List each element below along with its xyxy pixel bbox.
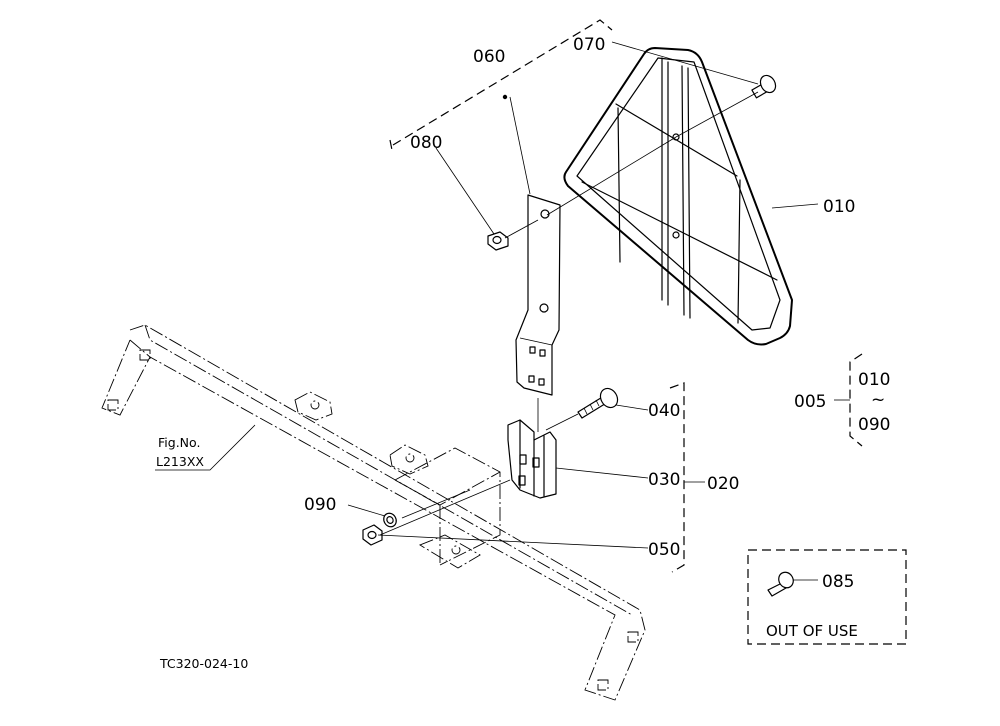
callout-050: 050 (648, 540, 680, 560)
assembly-number: 005 (794, 392, 826, 412)
bracket-plate-060 (502, 94, 561, 396)
out-of-use-box (747, 549, 907, 645)
callout-060: 060 (473, 47, 505, 67)
callout-030: 030 (648, 470, 680, 490)
callout-020: 020 (707, 474, 739, 494)
out-of-use-label: OUT OF USE (766, 622, 858, 640)
holder-030 (507, 419, 557, 499)
callout-090: 090 (304, 495, 336, 515)
base-frame (101, 324, 646, 701)
group-060-bracket (389, 19, 613, 151)
callout-080: 080 (410, 133, 442, 153)
drawing-code: TC320-024-10 (159, 656, 248, 671)
callout-010: 010 (823, 197, 855, 217)
assembly-range-tilde: ~ (871, 390, 885, 410)
figure-reference-line2: L213XX (156, 454, 204, 469)
nut-050 (362, 524, 383, 546)
bolt-040 (577, 387, 619, 419)
range-brace-005 (834, 353, 863, 447)
assembly-range-from: 010 (858, 370, 890, 390)
callout-070: 070 (573, 35, 605, 55)
leader-lines (347, 41, 819, 581)
nut-080 (487, 231, 509, 251)
bolt-085 (767, 571, 794, 597)
bolt-070 (751, 74, 777, 99)
reflector-part (563, 47, 793, 346)
washer-090 (383, 512, 397, 528)
callout-040: 040 (648, 401, 680, 421)
assembly-range-to: 090 (858, 415, 890, 435)
group-020-bracket (669, 382, 705, 573)
figure-reference-line1: Fig.No. (158, 435, 200, 450)
callout-085: 085 (822, 572, 854, 592)
